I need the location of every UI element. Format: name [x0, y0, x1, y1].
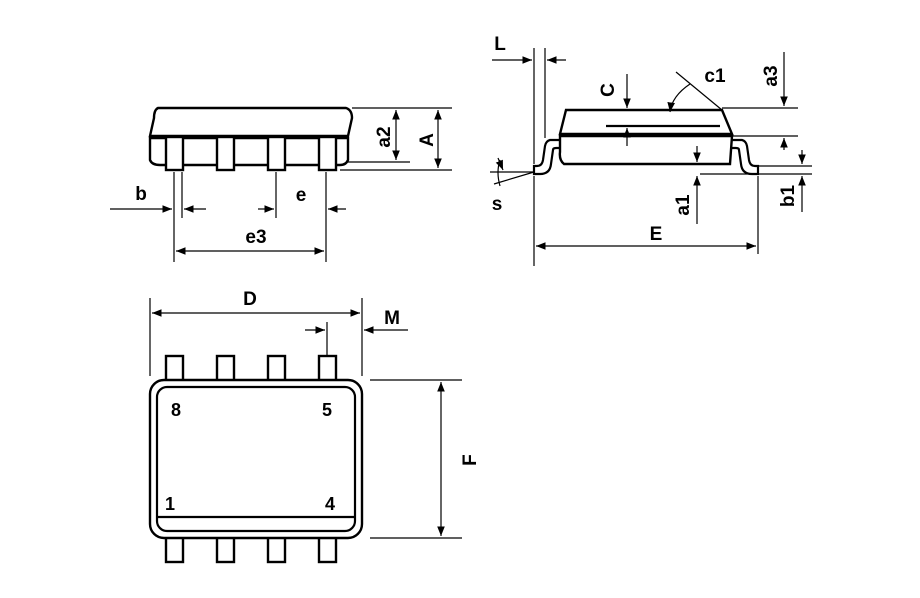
label-L: L	[494, 34, 506, 55]
c1-angle-arc	[667, 83, 691, 113]
pin-number-1: 1	[165, 494, 175, 514]
label-C: C	[598, 83, 619, 97]
top-pin-5	[317, 354, 338, 384]
front-pin-1	[164, 135, 185, 172]
top-pin-2	[215, 534, 236, 564]
label-a3: a3	[761, 65, 782, 86]
front-body-lower	[148, 136, 350, 167]
label-A: A	[417, 133, 438, 147]
front-pin-4	[317, 135, 338, 172]
label-E: E	[650, 224, 663, 245]
side-lead-right	[732, 138, 760, 176]
label-a2: a2	[374, 126, 395, 147]
pin-number-4: 4	[325, 494, 335, 514]
label-b1: b1	[778, 184, 799, 207]
top-pin-8	[164, 354, 185, 384]
front-body	[148, 106, 354, 138]
top-view: 8 5 1 4 D M F	[148, 289, 481, 564]
top-pin-3	[266, 534, 287, 564]
front-pin-3	[266, 135, 287, 172]
label-e: e	[296, 185, 307, 206]
label-b: b	[135, 184, 147, 205]
pin-number-8: 8	[171, 400, 181, 420]
pin-number-5: 5	[322, 400, 332, 420]
top-body-inner	[155, 385, 357, 533]
label-c1: c1	[704, 66, 726, 87]
top-pin-6	[266, 354, 287, 384]
label-F: F	[460, 454, 481, 466]
side-view: L C c1 a3 a1 b1 s E	[490, 34, 812, 266]
label-a1: a1	[673, 194, 694, 216]
top-pin-4	[317, 534, 338, 564]
side-body-lower	[558, 134, 734, 166]
label-M: M	[384, 308, 400, 329]
top-pin-1	[164, 534, 185, 564]
label-e3: e3	[245, 227, 266, 248]
label-D: D	[243, 289, 257, 310]
top-body-outer	[148, 378, 364, 540]
side-lead-left	[532, 138, 560, 176]
top-pin-7	[215, 354, 236, 384]
front-pin-2	[215, 135, 236, 172]
front-view: a2 A b e e3	[110, 106, 452, 262]
side-body-upper	[558, 108, 734, 136]
label-s: s	[492, 194, 503, 215]
